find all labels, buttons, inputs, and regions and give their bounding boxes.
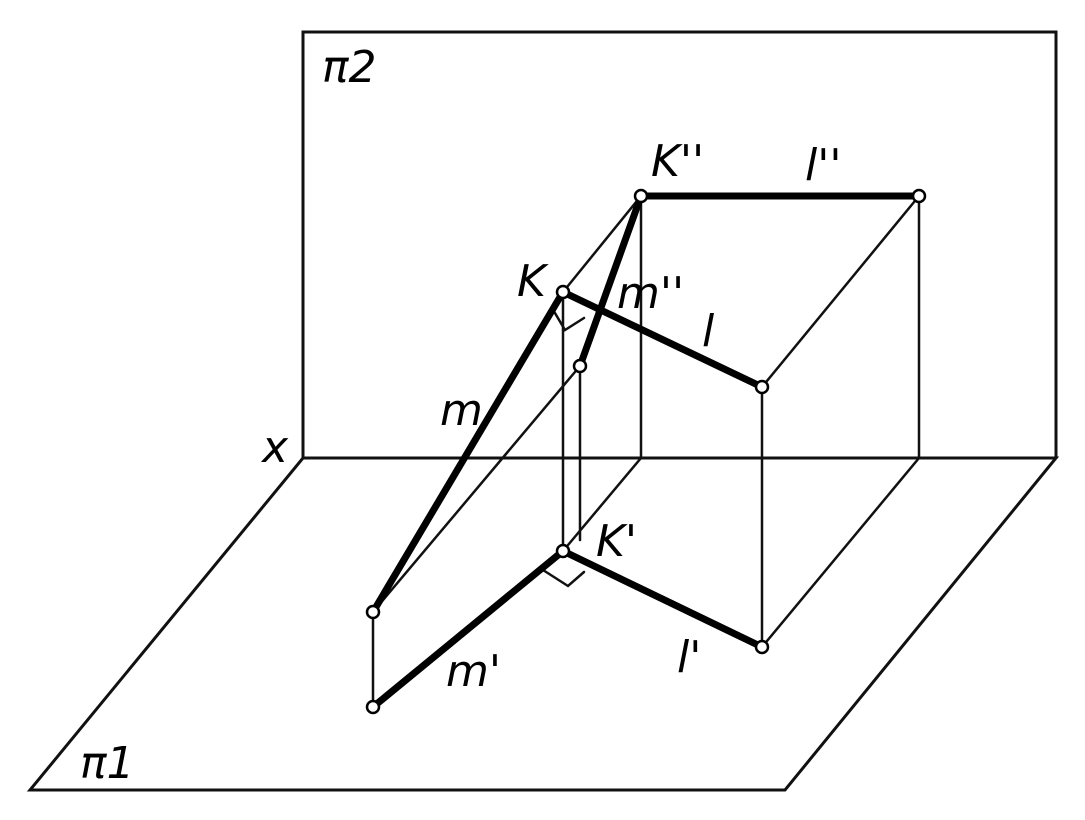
point-k-top-label: K' xyxy=(596,516,637,567)
projection-lines xyxy=(371,194,921,709)
point-k-label: K xyxy=(517,256,549,307)
projector-m-to-m-front xyxy=(371,364,582,614)
plane-frontal-label: π2 xyxy=(322,42,376,93)
line-l-label: l xyxy=(702,306,715,357)
line-l-top xyxy=(559,547,766,651)
projector-l-top-to-axis xyxy=(760,456,921,649)
point-l-end-marker xyxy=(754,379,770,395)
line-m-front-label: m'' xyxy=(617,268,684,319)
line-m-front xyxy=(576,192,645,370)
main-lines xyxy=(369,192,923,711)
line-l-top-label: l' xyxy=(677,632,701,683)
point-k-marker xyxy=(555,284,571,300)
projector-l-to-l-front xyxy=(760,194,921,389)
points xyxy=(365,188,927,715)
line-m-top xyxy=(369,547,567,711)
line-m-label: m xyxy=(440,385,483,436)
x-axis-label: x xyxy=(260,422,289,473)
projector-k-top-to-axis xyxy=(561,456,643,553)
horizontal-plane-frame xyxy=(26,456,1060,792)
right-angle-marker-space xyxy=(550,306,586,332)
line-l xyxy=(559,288,766,391)
point-k-front-label: K'' xyxy=(651,136,704,187)
right-angle-marker-horizontal xyxy=(541,568,586,588)
frontal-plane-frame xyxy=(301,30,1058,458)
line-m-top-label: m' xyxy=(446,646,501,697)
point-l-front-end-marker xyxy=(911,188,927,204)
point-m-end-marker xyxy=(365,604,381,620)
labels: π2 π1 x K'' l'' K m'' l m K' m' l' xyxy=(80,42,841,789)
projector-k-to-k-front xyxy=(561,194,643,294)
point-l-top-end-marker xyxy=(754,639,770,655)
line-m xyxy=(369,288,567,616)
line-l-front-label: l'' xyxy=(805,140,841,191)
point-k-front-marker xyxy=(633,188,649,204)
point-m-front-end-marker xyxy=(572,358,588,374)
point-k-top-marker xyxy=(555,543,571,559)
point-m-top-end-marker xyxy=(365,699,381,715)
plane-horizontal-label: π1 xyxy=(80,738,134,789)
